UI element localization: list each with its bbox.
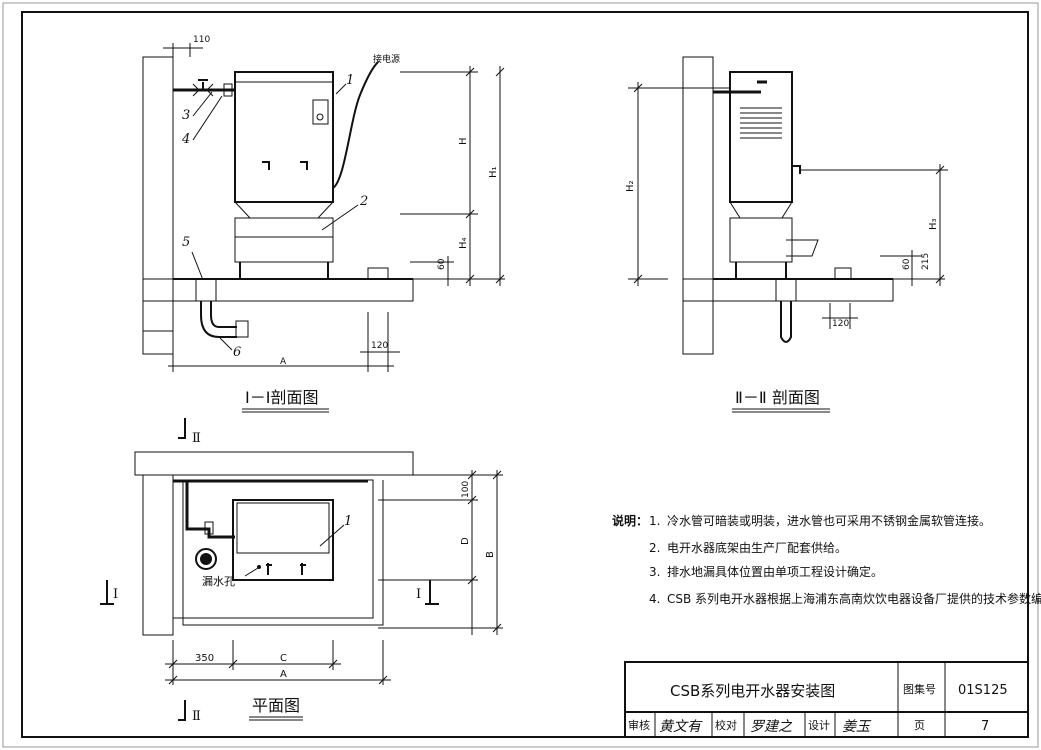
dim-b: B — [485, 551, 496, 558]
mark-ii-top: Ⅱ — [192, 431, 201, 446]
vent-slots — [740, 107, 782, 139]
dim-a: A — [280, 669, 287, 680]
floor-slab — [142, 278, 414, 302]
note-4-num: 4. — [649, 592, 660, 606]
stand-top — [234, 201, 334, 219]
note-2: 电开水器底架由生产厂配套供给。 — [667, 540, 847, 555]
note-2-num: 2. — [649, 541, 660, 555]
dim-h2: H₂ — [625, 180, 636, 192]
note-3-num: 3. — [649, 565, 660, 579]
dim-h: H — [458, 137, 469, 145]
inlet-pipe — [185, 481, 235, 539]
note-1-num: 1. — [649, 514, 660, 528]
drawing-title: CSB系列电开水器安装图 — [670, 682, 835, 700]
power-label: 接电源 — [373, 53, 400, 65]
valve — [198, 79, 208, 90]
atlas-number: 01S125 — [958, 683, 1008, 698]
dim-110: 110 — [193, 35, 210, 45]
section-1-view: 接电源 1 2 3 4 5 6 110 H H₁ H₄ 60 120 A I－I… — [142, 35, 505, 413]
dim-c: C — [280, 653, 287, 664]
callout-5: 5 — [182, 235, 190, 250]
callout-3: 3 — [182, 108, 190, 123]
title-block: CSB系列电开水器安装图 图集号 01S125 审核 黄文有 校对 罗建之 设计… — [624, 661, 1029, 738]
dim-350: 350 — [195, 653, 214, 664]
plan-title: 平面图 — [252, 696, 300, 715]
callout-1: 1 — [346, 73, 354, 88]
wall-below — [142, 300, 174, 332]
dim-d: D — [460, 537, 471, 545]
dim-120: 120 — [832, 319, 849, 329]
dim-h1: H₁ — [488, 166, 499, 178]
mark-ii-bottom: Ⅱ — [192, 709, 201, 724]
base-foot — [367, 267, 389, 280]
review-label: 审核 — [628, 718, 650, 732]
notes: 说明： 1. 冷水管可暗装或明装，进水管也可采用不锈钢金属软管连接。 2. 电开… — [612, 513, 1041, 606]
drain-pipe — [780, 301, 792, 343]
inner-border — [21, 11, 1029, 738]
notes-heading: 说明： — [612, 513, 648, 528]
floor-drain — [195, 278, 217, 302]
drain-pipe — [200, 301, 237, 338]
mark-i-right: I — [416, 587, 421, 602]
rear-wall — [134, 451, 414, 476]
wall — [682, 56, 714, 355]
dim-h3: H₃ — [928, 218, 939, 230]
control-panel — [312, 99, 329, 125]
plan-view: 漏水孔 1 Ⅱ Ⅱ I I 100 D B 350 C A 平面图 — [100, 418, 503, 724]
dim-60: 60 — [437, 258, 447, 270]
check-label: 校对 — [715, 718, 737, 732]
check-signature: 罗建之 — [750, 719, 793, 735]
dim-100: 100 — [461, 481, 471, 498]
page-label: 页 — [914, 719, 925, 732]
design-label: 设计 — [808, 719, 830, 732]
dim-a: A — [280, 357, 287, 367]
page-number: 7 — [981, 719, 989, 734]
faucets — [262, 161, 308, 170]
water-heater-body — [729, 71, 793, 203]
atlas-label: 图集号 — [903, 682, 936, 696]
note-4: CSB 系列电开水器根据上海浦东高南炊饮电器设备厂提供的技术参数编制。 — [667, 591, 1041, 606]
heater-outline — [232, 499, 334, 581]
mark-i-left: I — [113, 587, 118, 602]
power-cable — [332, 61, 379, 189]
dim-h4: H₄ — [458, 237, 469, 249]
dim-120: 120 — [371, 341, 388, 351]
water-heater-body — [234, 71, 334, 203]
callout-6: 6 — [233, 345, 241, 360]
wall — [142, 56, 174, 355]
section-2-title: Ⅱ－Ⅱ 剖面图 — [735, 388, 820, 407]
section-2-view: H₂ H₃ 60 215 120 Ⅱ－Ⅱ 剖面图 — [625, 56, 948, 413]
floor-slab — [682, 278, 894, 302]
design-signature: 姜玉 — [842, 719, 872, 735]
callout-2: 2 — [359, 194, 368, 209]
callout-4: 4 — [181, 132, 190, 147]
drain-label: 漏水孔 — [202, 575, 235, 588]
stand — [234, 217, 334, 263]
section-1-title: I－I剖面图 — [245, 388, 318, 407]
dim-60: 60 — [902, 258, 912, 270]
drain-hole — [195, 548, 217, 570]
side-wall — [142, 474, 174, 636]
drip-tray — [786, 239, 819, 257]
review-signature: 黄文有 — [659, 719, 703, 735]
plan-callout-1: 1 — [344, 514, 352, 529]
note-3: 排水地漏具体位置由单项工程设计确定。 — [667, 564, 883, 579]
inlet-pipe — [713, 80, 767, 94]
note-1: 冷水管可暗装或明装，进水管也可采用不锈钢金属软管连接。 — [667, 513, 991, 528]
dim-215: 215 — [921, 253, 931, 270]
